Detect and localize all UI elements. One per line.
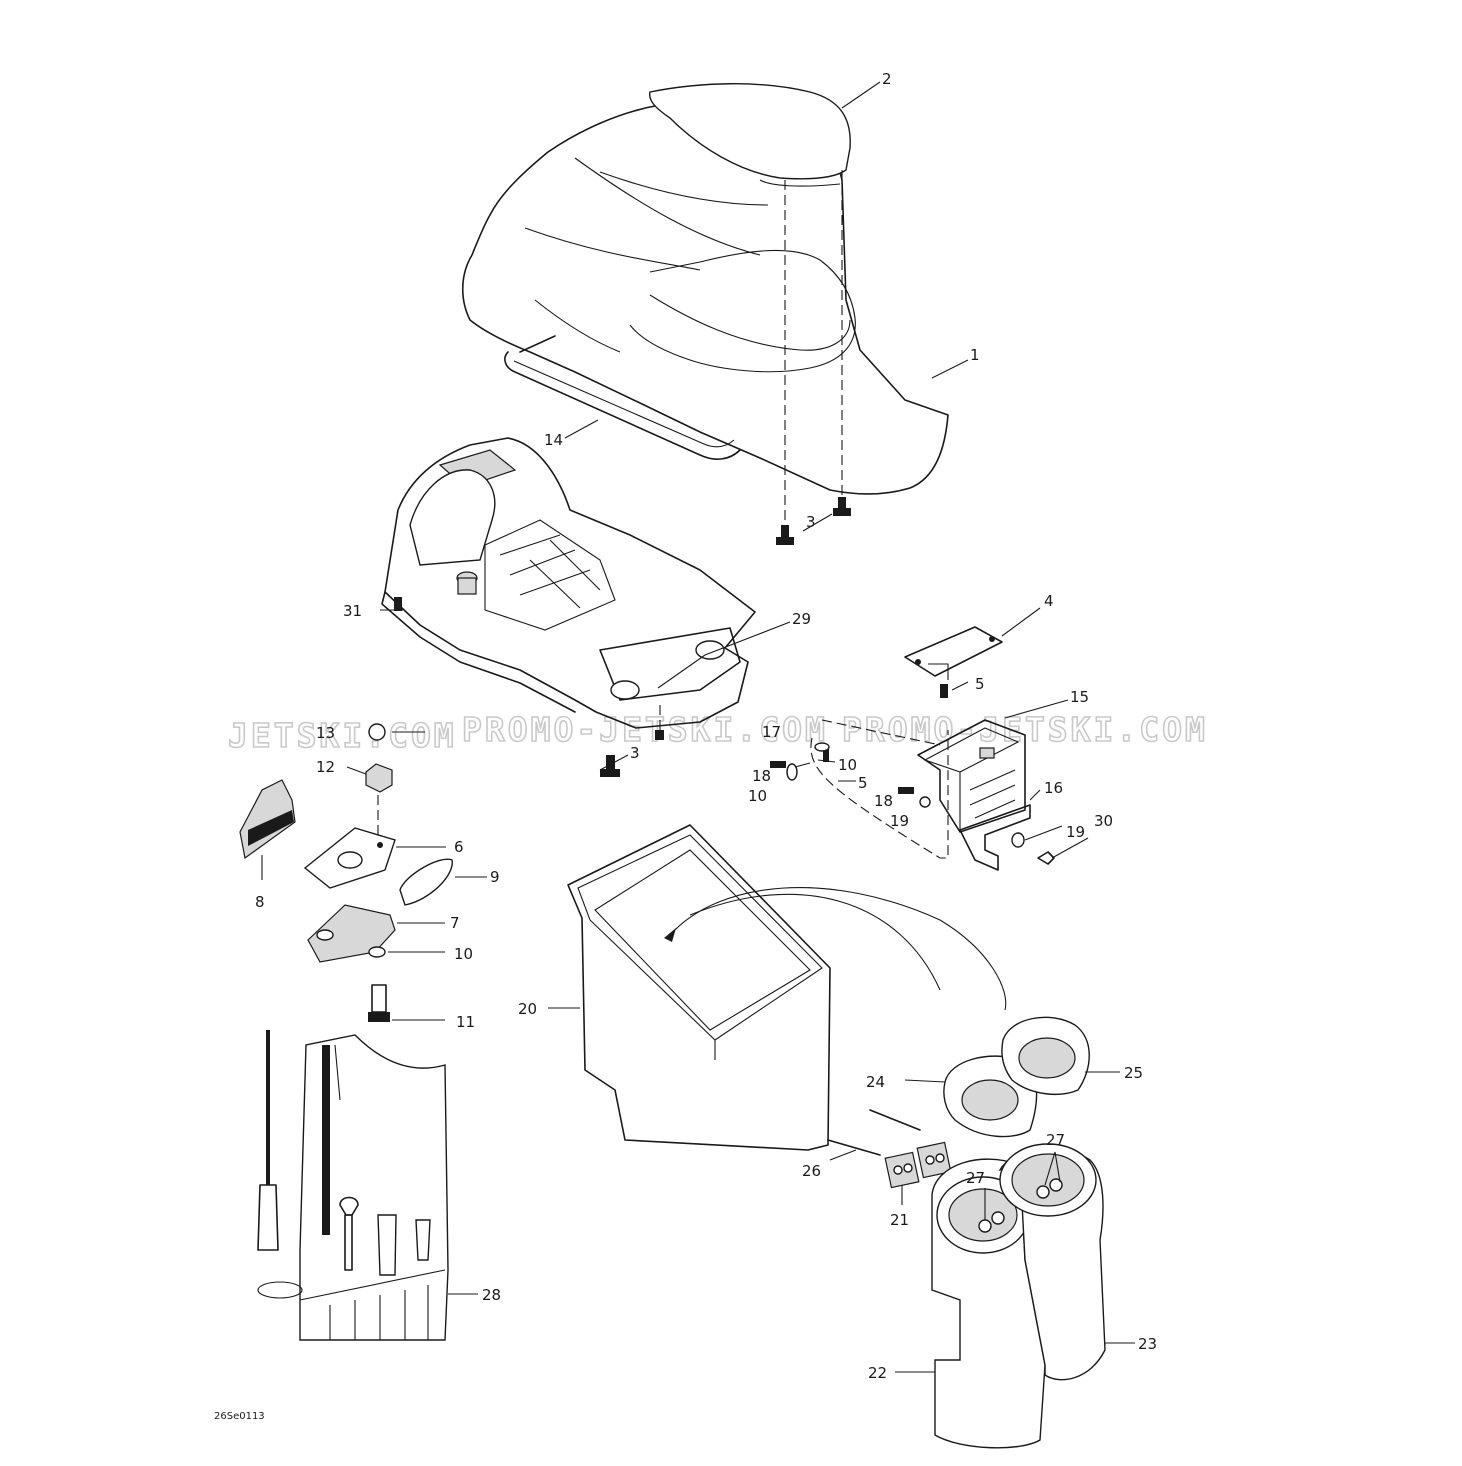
callout-23: 23 xyxy=(1138,1335,1157,1353)
callout-19-left: 19 xyxy=(890,812,909,830)
callout-22: 22 xyxy=(868,1364,887,1382)
watermark-layer: JETSKI.COM PROMO-JETSKI.COM PROMO-JETSKI… xyxy=(227,709,1208,756)
part-3-bolt-lower xyxy=(600,705,664,777)
callout-18-right: 18 xyxy=(874,792,893,810)
callout-14: 14 xyxy=(544,431,563,449)
callout-27-right: 27 xyxy=(1046,1131,1065,1149)
part-4-bracket xyxy=(904,626,1003,680)
part-14-gasket xyxy=(504,335,741,460)
diagram-reference-code: 26Se0113 xyxy=(214,1411,265,1422)
callout-4: 4 xyxy=(1044,592,1054,610)
callout-labels: 2 1 14 3 29 31 4 5 15 13 12 3 17 10 18 5… xyxy=(255,70,1157,1382)
part-8-clip xyxy=(239,779,296,860)
callout-8: 8 xyxy=(255,893,265,911)
callout-24: 24 xyxy=(866,1073,885,1091)
part-2-seat-cover xyxy=(648,83,851,187)
part-stack-left xyxy=(303,723,453,1022)
part-15-electrical-box xyxy=(917,719,1026,833)
callout-20: 20 xyxy=(518,1000,537,1018)
callout-25: 25 xyxy=(1124,1064,1143,1082)
callout-6: 6 xyxy=(454,838,464,856)
callout-21: 21 xyxy=(890,1211,909,1229)
part-20-storage-bin xyxy=(567,824,1007,1151)
part-5-screws xyxy=(823,684,948,762)
callout-15: 15 xyxy=(1070,688,1089,706)
callout-10-right: 10 xyxy=(838,756,857,774)
part-28-tool-kit xyxy=(257,1030,449,1341)
callout-12: 12 xyxy=(316,758,335,776)
part-29-base-tray xyxy=(381,437,756,729)
callout-16: 16 xyxy=(1044,779,1063,797)
callout-18-left: 18 xyxy=(752,767,771,785)
callout-31: 31 xyxy=(343,602,362,620)
callout-28: 28 xyxy=(482,1286,501,1304)
callout-3-upper: 3 xyxy=(806,513,816,531)
callout-10-left: 10 xyxy=(748,787,767,805)
part-31-screw xyxy=(394,597,402,611)
part-24-25-covers xyxy=(943,1016,1090,1138)
part-16-bracket xyxy=(959,804,1031,871)
callout-13: 13 xyxy=(316,724,335,742)
callout-19-right: 19 xyxy=(1066,823,1085,841)
leader-lines xyxy=(261,81,1135,1373)
callout-5-upper: 5 xyxy=(975,675,985,693)
watermark-jetski: JETSKI.COM xyxy=(228,716,457,755)
callout-5-lower: 5 xyxy=(858,774,868,792)
callout-3-lower: 3 xyxy=(630,744,640,762)
watermark-promo-jetski-2: PROMO-JETSKI.COM xyxy=(842,710,1208,749)
callout-9: 9 xyxy=(490,868,500,886)
hardware-small-parts xyxy=(770,719,1055,865)
part-21-26-terminals xyxy=(827,1109,952,1189)
callout-1: 1 xyxy=(970,346,980,364)
callout-7: 7 xyxy=(450,914,460,932)
callout-10-stack: 10 xyxy=(454,945,473,963)
part-1-seat xyxy=(461,96,949,495)
callout-17: 17 xyxy=(762,723,781,741)
callout-29: 29 xyxy=(792,610,811,628)
callout-2: 2 xyxy=(882,70,892,88)
callout-26: 26 xyxy=(802,1162,821,1180)
watermark-promo-jetski-1: PROMO-JETSKI.COM xyxy=(462,710,828,749)
callout-27-left: 27 xyxy=(966,1169,985,1187)
part-22-23-enclosures xyxy=(931,1143,1106,1449)
callout-30: 30 xyxy=(1094,812,1113,830)
callout-11: 11 xyxy=(456,1013,475,1031)
part-3-bolts-upper xyxy=(776,497,851,545)
